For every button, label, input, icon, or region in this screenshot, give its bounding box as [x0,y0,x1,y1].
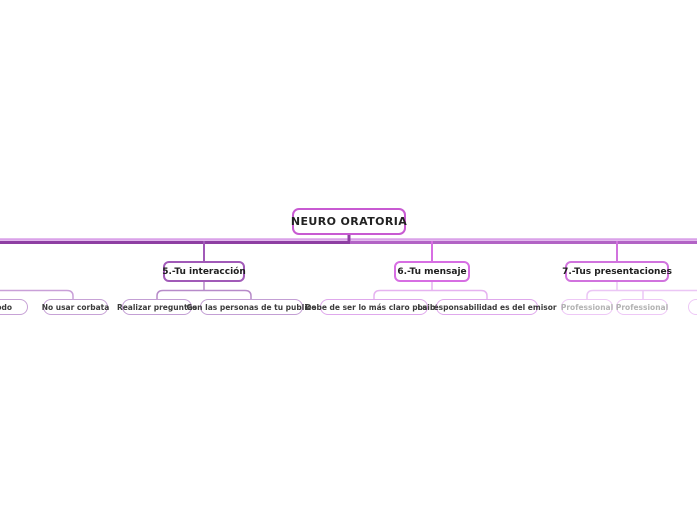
branch5-child-rail [156,289,252,299]
branch-node-label: 6.-Tu mensaje [397,266,467,277]
root-node-neuro-oratoria[interactable]: NEURO ORATORIA [290,208,408,235]
leaf-node-label: No usar corbata [41,302,110,312]
branch6-child-rail [373,289,488,299]
leaf-node-label: Con las personas de tu publico [186,302,317,312]
leaf-node-professional-placeholder-2[interactable]: Professional [616,299,668,315]
branch-node-label: 5.-Tu interacción [162,266,246,277]
branch-node-label: 7.-Tus presentaciones [562,266,672,277]
leaf-node-mensaje-claro[interactable]: Debe de ser lo más claro posible [305,299,443,315]
leaf-node-label: Professional [560,302,614,312]
leaf-node-label: Professional [615,302,669,312]
leaf-node-con-las-personas[interactable]: Con las personas de tu publico [187,299,317,315]
branch-node-tu-mensaje[interactable]: 6.-Tu mensaje [394,261,470,282]
branch7-child-rail [586,289,697,299]
left-branch-rail [0,289,74,299]
leaf-node-clipped-right[interactable] [688,299,697,315]
leaf-node-realizar-preguntas[interactable]: Realizar preguntas [117,299,197,315]
leaf-node-label: La responsabilidad es del emisor [417,302,557,312]
leaf-node-label: Realizar preguntas [116,302,198,312]
leaf-node-label: Debe de ser lo más claro posible [305,302,443,312]
leaf-node-no-usar-corbata[interactable]: No usar corbata [41,299,110,315]
leaf-node-label: a el codo [0,302,13,312]
branch-node-tu-interaccion[interactable]: 5.-Tu interacción [162,261,246,282]
root-node-label: NEURO ORATORIA [290,215,408,228]
leaf-node-professional-placeholder-1[interactable]: Professional [561,299,613,315]
leaf-node-responsabilidad-emisor[interactable]: La responsabilidad es del emisor [417,299,557,315]
branch-node-tus-presentaciones[interactable]: 7.-Tus presentaciones [562,261,672,282]
leaf-node-a-el-codo-clipped[interactable]: a el codo [0,299,28,315]
